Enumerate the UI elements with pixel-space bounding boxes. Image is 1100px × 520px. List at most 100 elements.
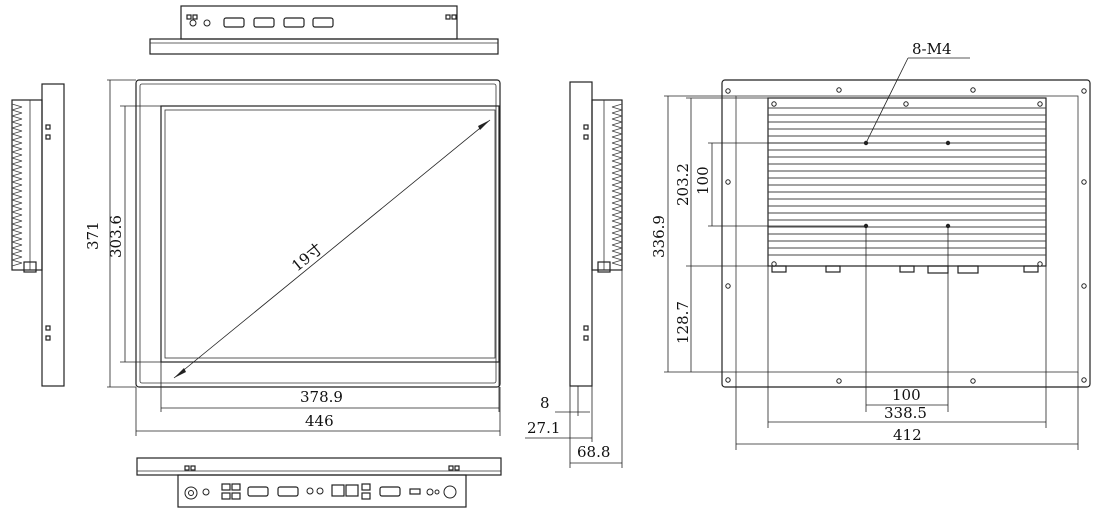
heatsink-fin <box>11 103 23 108</box>
heatsink-fin <box>611 166 623 171</box>
heatsink-fin <box>611 232 623 237</box>
dim-rear-screw: 8-M4 <box>912 40 952 58</box>
heatsink-fin <box>611 175 623 180</box>
rear-view: 8-M4 336.9 203.2 100 128.7 100 338.5 412 <box>650 40 1091 450</box>
mounting-hole <box>725 377 731 383</box>
heatsink-fin <box>611 169 623 174</box>
heatsink-fin <box>611 181 623 186</box>
heatsink-fin <box>611 109 623 114</box>
heatsink-fin <box>611 130 623 135</box>
heatsink-fin <box>611 103 623 108</box>
heatsink-fin <box>611 157 623 162</box>
heatsink-fin <box>611 244 623 249</box>
heatsink-fin <box>611 115 623 120</box>
top-view <box>149 5 499 55</box>
heatsink-fin <box>611 202 623 207</box>
mounting-hole <box>1037 101 1043 107</box>
heatsink-fin <box>611 205 623 210</box>
heatsink-fin <box>611 106 623 111</box>
left-side-view <box>11 83 65 387</box>
heatsink-fin <box>611 208 623 213</box>
heatsink-fin <box>11 121 23 126</box>
heatsink-fin <box>611 241 623 246</box>
heatsink-fin <box>11 202 23 207</box>
heatsink-fin <box>11 223 23 228</box>
heatsink-fin <box>611 163 623 168</box>
heatsink-fin <box>611 247 623 252</box>
heatsink-fin <box>611 139 623 144</box>
heatsink-fin <box>11 190 23 195</box>
dim-height-active: 303.6 <box>107 215 125 258</box>
heatsink-fin <box>611 127 623 132</box>
heatsink-fin <box>611 235 623 240</box>
heatsink-fin <box>11 205 23 210</box>
heatsink-fin <box>611 226 623 231</box>
heatsink-fin <box>611 259 623 264</box>
dim-rear-horiz-spacing: 338.5 <box>884 404 927 422</box>
mounting-hole <box>771 101 777 107</box>
mounting-hole <box>1081 283 1087 289</box>
heatsink-fin <box>611 172 623 177</box>
mounting-hole <box>836 87 842 93</box>
heatsink-fin <box>11 199 23 204</box>
heatsink-fin <box>611 214 623 219</box>
mounting-hole <box>836 378 842 384</box>
heatsink-fin <box>11 109 23 114</box>
heatsink-fin <box>611 154 623 159</box>
heatsink-fin <box>611 145 623 150</box>
heatsink-fin <box>611 118 623 123</box>
heatsink-fin <box>11 253 23 258</box>
heatsink-fin <box>611 193 623 198</box>
heatsink-fin <box>11 133 23 138</box>
heatsink-fin <box>11 214 23 219</box>
heatsink-fin <box>611 229 623 234</box>
dim-side-bezel: 8 <box>540 394 550 412</box>
heatsink-fin <box>611 223 623 228</box>
heatsink-fin <box>11 172 23 177</box>
heatsink-fin <box>611 178 623 183</box>
heatsink-fin <box>611 121 623 126</box>
heatsink-fin <box>11 208 23 213</box>
heatsink-fin <box>11 112 23 117</box>
dim-rear-horiz-hole: 100 <box>892 386 921 404</box>
dim-rear-vert-total: 336.9 <box>650 215 668 258</box>
heatsink-fin <box>611 253 623 258</box>
heatsink-fin <box>611 136 623 141</box>
heatsink-fin <box>11 127 23 132</box>
mounting-hole <box>1037 261 1043 267</box>
heatsink-fin <box>11 139 23 144</box>
mounting-hole <box>1081 377 1087 383</box>
heatsink-fin <box>611 148 623 153</box>
heatsink-fin <box>611 160 623 165</box>
dim-side-mount: 27.1 <box>527 419 560 437</box>
heatsink-fin <box>611 133 623 138</box>
heatsink-fin <box>11 211 23 216</box>
heatsink-fin <box>11 142 23 147</box>
mounting-hole <box>725 283 731 289</box>
heatsink-fin <box>611 187 623 192</box>
heatsink-fin <box>611 190 623 195</box>
heatsink-fin <box>11 232 23 237</box>
mounting-hole <box>903 101 909 107</box>
heatsink-fin <box>11 196 23 201</box>
heatsink-fin <box>611 184 623 189</box>
mounting-hole <box>970 87 976 93</box>
heatsink-fin <box>11 193 23 198</box>
heatsink-fin <box>611 112 623 117</box>
mounting-hole <box>725 179 731 185</box>
heatsink-fin <box>611 262 623 267</box>
heatsink-fin <box>11 241 23 246</box>
heatsink-fin <box>11 217 23 222</box>
heatsink-fin <box>11 169 23 174</box>
heatsink-fin <box>11 178 23 183</box>
dim-side-depth: 68.8 <box>577 443 610 461</box>
dim-rear-vert-lower: 128.7 <box>674 301 692 344</box>
heatsink-fin <box>11 184 23 189</box>
heatsink-fin <box>11 136 23 141</box>
heatsink-fin <box>11 259 23 264</box>
heatsink-fin <box>11 157 23 162</box>
mounting-hole <box>725 88 731 94</box>
front-view: 19寸 371 303.6 378.9 446 <box>84 79 501 436</box>
heatsink-fin <box>11 145 23 150</box>
